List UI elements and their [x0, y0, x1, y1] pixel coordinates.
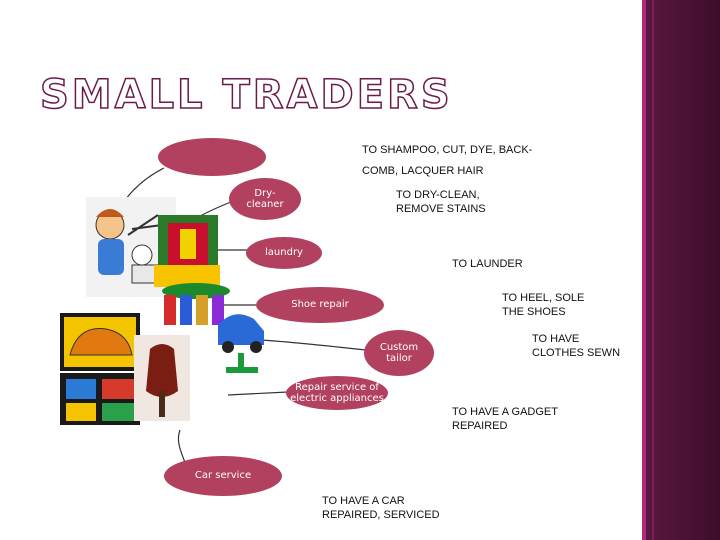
car-service-description: TO HAVE A CAR REPAIRED, SERVICED: [322, 495, 440, 522]
custom-tailor-description: TO HAVE CLOTHES SEWN: [532, 333, 621, 360]
clipart-collage: [60, 197, 264, 425]
shoe-repair-description: TO HEEL, SOLE THE SHOES: [502, 292, 585, 319]
page-title: SMALL TRADERS: [39, 71, 453, 119]
laundry-icon: [154, 265, 230, 325]
connector-appliances: [227, 391, 289, 396]
dry-cleaner-description: TO DRY-CLEAN, REMOVE STAINS: [396, 189, 486, 216]
car-service-icon: [218, 314, 264, 373]
appliance-repair-bubble: Repair service of electric appliances: [286, 376, 388, 410]
shoe-repair-bubble: Shoe repair: [256, 287, 384, 323]
appliance-repair-description: TO HAVE A GADGET REPAIRED: [452, 406, 558, 433]
hairdresser-description: TO SHAMPOO, CUT, DYE, BACK- COMB, LACQUE…: [362, 144, 533, 178]
car-service-bubble: Car service: [164, 456, 282, 496]
shoe-icon: [60, 313, 140, 371]
laundry-description: TO LAUNDER: [452, 258, 523, 270]
tailor-mannequin-icon: [134, 335, 190, 421]
hairdresser-bubble: [158, 138, 266, 176]
laundry-bubble: laundry: [246, 237, 322, 269]
tools-icon: [60, 373, 140, 425]
connector-tailor: [261, 339, 367, 351]
custom-tailor-bubble: Custom tailor: [364, 330, 434, 376]
dry-cleaner-bubble: Dry- cleaner: [229, 178, 301, 220]
decorative-sidebar: [642, 0, 720, 540]
